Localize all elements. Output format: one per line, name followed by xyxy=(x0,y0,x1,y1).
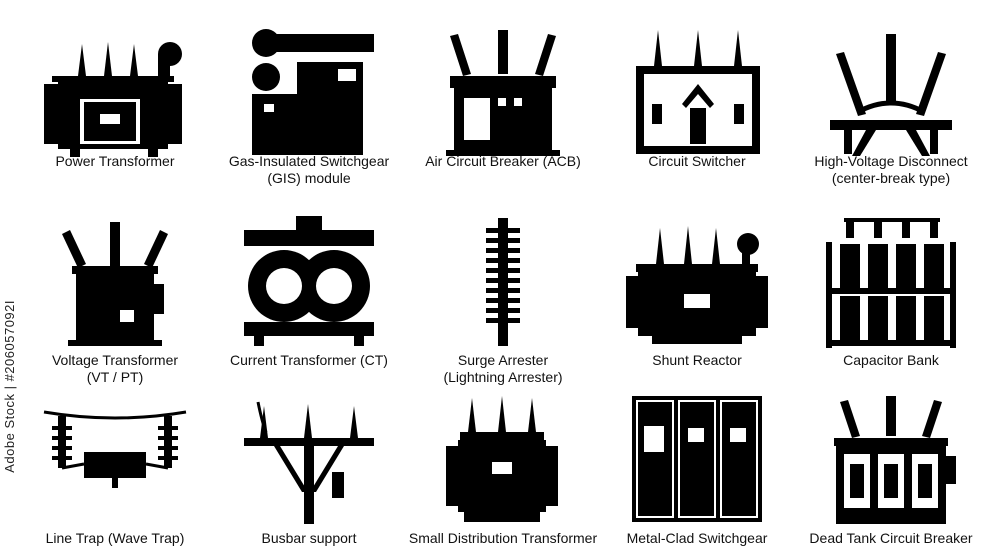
label-voltage-transformer: Voltage Transformer(VT / PT) xyxy=(51,352,179,385)
cell-busbar-support xyxy=(212,382,406,554)
labels-layer: Power Transformer Voltage Transformer(VT… xyxy=(18,0,988,558)
icon-grid xyxy=(18,14,988,554)
surge-arrester-icon xyxy=(486,218,520,346)
label-current-transformer: Current Transformer (CT) xyxy=(230,352,388,368)
label-hv-disconnect: High-Voltage Disconnect(center-break typ… xyxy=(814,153,968,186)
label-dead-tank-circuit-breaker: Dead Tank Circuit Breaker xyxy=(809,530,973,546)
small-distribution-transformer-icon xyxy=(446,396,558,522)
cell-small-distribution-transformer xyxy=(406,382,600,554)
hv-disconnect-icon xyxy=(830,34,952,156)
cell-hv-disconnect xyxy=(794,14,988,204)
cell-line-trap xyxy=(18,382,212,554)
line-trap-icon xyxy=(43,410,187,488)
power-transformer-icon xyxy=(44,42,182,157)
cell-capacitor-bank xyxy=(794,204,988,382)
label-capacitor-bank: Capacitor Bank xyxy=(843,352,939,368)
circuit-switcher-icon xyxy=(636,30,760,154)
label-surge-arrester: Surge Arrester(Lightning Arrester) xyxy=(443,352,563,385)
gis-module-icon xyxy=(252,29,374,155)
watermark: Adobe Stock | #206057092I xyxy=(2,300,17,473)
cell-air-circuit-breaker xyxy=(406,14,600,204)
shunt-reactor-icon xyxy=(626,226,768,344)
label-busbar-support: Busbar support xyxy=(261,530,357,546)
metal-clad-switchgear-icon xyxy=(632,396,762,522)
cell-shunt-reactor xyxy=(600,204,794,382)
voltage-transformer-icon xyxy=(62,222,168,346)
cell-voltage-transformer xyxy=(18,204,212,382)
dead-tank-circuit-breaker-icon xyxy=(834,396,956,524)
label-small-distribution-transformer: Small Distribution Transformer xyxy=(408,530,598,546)
cell-surge-arrester xyxy=(406,204,600,382)
capacitor-bank-icon xyxy=(826,218,956,348)
label-power-transformer: Power Transformer xyxy=(55,153,175,169)
label-metal-clad-switchgear: Metal-Clad Switchgear xyxy=(626,530,768,546)
label-gis-module: Gas-Insulated Switchgear(GIS) module xyxy=(228,153,390,186)
cell-dead-tank-circuit-breaker xyxy=(794,382,988,554)
cell-gis-module xyxy=(212,14,406,204)
cell-power-transformer xyxy=(18,14,212,204)
cell-current-transformer xyxy=(212,204,406,382)
label-shunt-reactor: Shunt Reactor xyxy=(652,352,742,368)
air-circuit-breaker-icon xyxy=(446,30,560,156)
cell-circuit-switcher xyxy=(600,14,794,204)
current-transformer-icon xyxy=(244,216,374,346)
cell-metal-clad-switchgear xyxy=(600,382,794,554)
busbar-support-icon xyxy=(244,401,374,524)
label-air-circuit-breaker: Air Circuit Breaker (ACB) xyxy=(425,153,581,169)
label-circuit-switcher: Circuit Switcher xyxy=(648,153,746,169)
label-line-trap: Line Trap (Wave Trap) xyxy=(45,530,185,546)
